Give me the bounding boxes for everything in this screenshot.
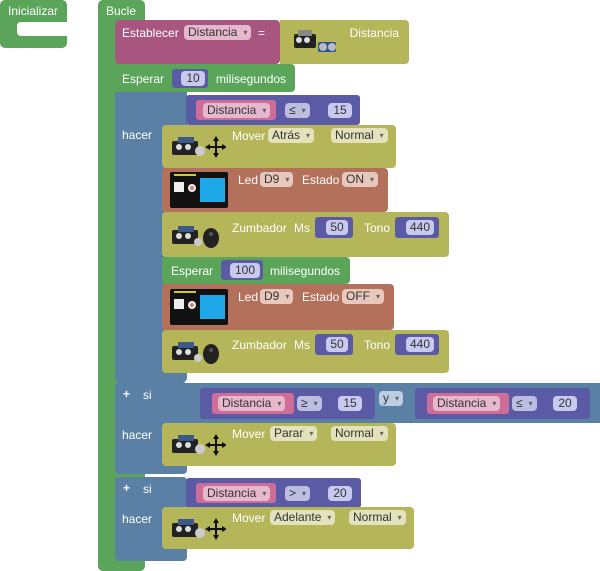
- wait-unit: milisegundos: [270, 264, 341, 278]
- led-state-label: Estado: [302, 290, 340, 304]
- wait-label: Esperar: [171, 264, 214, 278]
- if1-condition[interactable]: Distancia ≤ 15: [186, 95, 360, 125]
- move-direction-dropdown[interactable]: Atrás: [268, 128, 315, 143]
- led-state-label: Estado: [302, 173, 340, 187]
- led-state-dropdown[interactable]: OFF: [342, 289, 384, 304]
- move-speed-dropdown[interactable]: Normal: [331, 426, 388, 441]
- led-label: Led: [238, 290, 259, 304]
- loop-label: Bucle: [106, 4, 137, 18]
- move-back-block[interactable]: Mover Atrás Normal: [162, 125, 396, 168]
- buzzer-tone-label: Tono: [364, 338, 391, 352]
- if2-plus-icon[interactable]: +: [123, 387, 131, 401]
- if3-operator-dropdown[interactable]: >: [285, 486, 311, 501]
- set-label: Establecer: [122, 26, 179, 40]
- led-on-block[interactable]: Led D9 Estado ON: [162, 168, 388, 212]
- wait-unit: milisegundos: [216, 72, 287, 86]
- wait-value-input[interactable]: 10: [181, 71, 205, 86]
- robot-move-icon: [172, 518, 226, 540]
- if3-condition[interactable]: Distancia > 20: [186, 478, 361, 508]
- wait-label: Esperar: [122, 72, 165, 86]
- buzzer-ms-input[interactable]: 50: [326, 220, 348, 235]
- move-stop-block[interactable]: Mover Parar Normal: [162, 423, 396, 466]
- if1-operator-dropdown[interactable]: ≤: [285, 103, 310, 118]
- buzzer-tone-input[interactable]: 440: [406, 220, 434, 235]
- led-off-block[interactable]: Led D9 Estado OFF: [162, 284, 394, 330]
- robot-buzzer-icon: [172, 226, 219, 248]
- if3-hacer-label: hacer: [122, 512, 153, 526]
- move-label: Mover: [232, 511, 266, 525]
- wait-block-100[interactable]: Esperar 100 milisegundos: [162, 257, 350, 284]
- if3-variable-dropdown[interactable]: Distancia: [203, 486, 271, 501]
- move-speed-dropdown[interactable]: Normal: [331, 128, 388, 143]
- if2b-value-input[interactable]: 20: [553, 396, 577, 411]
- init-label: Inicializar: [8, 4, 59, 18]
- ultrasonic-robot-icon: [294, 30, 336, 52]
- if2a-operator-dropdown[interactable]: ≥: [297, 396, 322, 411]
- if1-variable-dropdown[interactable]: Distancia: [203, 103, 271, 118]
- if2-si-label: si: [143, 388, 152, 402]
- set-equals: =: [258, 26, 266, 40]
- if1-value-input[interactable]: 15: [328, 103, 352, 118]
- buzzer-ms-input[interactable]: 50: [326, 337, 348, 352]
- if2-logic-dropdown[interactable]: y: [379, 391, 403, 406]
- if2-condition-b[interactable]: Distancia ≤ 20: [415, 388, 590, 419]
- wait-block[interactable]: Esperar 10 milisegundos: [115, 64, 295, 92]
- led-module-icon: [170, 172, 228, 208]
- sensor-label: Distancia: [349, 26, 399, 40]
- init-block[interactable]: Inicializar: [0, 0, 67, 48]
- move-speed-dropdown[interactable]: Normal: [349, 510, 406, 525]
- buzzer-block-2[interactable]: Zumbador Ms 50 Tono 440: [162, 330, 449, 373]
- if2-hacer-label: hacer: [122, 428, 153, 442]
- move-direction-dropdown[interactable]: Adelante: [270, 510, 336, 525]
- robot-move-icon: [172, 136, 226, 158]
- if3-plus-icon[interactable]: +: [123, 481, 131, 495]
- buzzer-block-1[interactable]: Zumbador Ms 50 Tono 440: [162, 212, 449, 257]
- init-slot: [17, 22, 67, 36]
- if3-si-label: si: [143, 482, 152, 496]
- led-pin-dropdown[interactable]: D9: [260, 289, 294, 304]
- if2b-variable-dropdown[interactable]: Distancia: [433, 396, 501, 411]
- set-variable-block[interactable]: Establecer Distancia =: [115, 20, 280, 64]
- move-forward-block[interactable]: Mover Adelante Normal: [162, 507, 414, 549]
- if2a-value-input[interactable]: 15: [338, 396, 362, 411]
- move-direction-dropdown[interactable]: Parar: [270, 426, 318, 441]
- buzzer-label: Zumbador: [232, 338, 287, 352]
- buzzer-label: Zumbador: [232, 221, 287, 235]
- led-state-dropdown[interactable]: ON: [342, 172, 378, 187]
- led-pin-dropdown[interactable]: D9: [260, 172, 294, 187]
- buzzer-ms-label: Ms: [294, 338, 310, 352]
- led-module-icon: [170, 289, 228, 325]
- if2-condition-a[interactable]: Distancia ≥ 15: [200, 388, 375, 419]
- led-label: Led: [238, 173, 259, 187]
- set-variable-dropdown[interactable]: Distancia: [184, 25, 252, 40]
- wait-value-input[interactable]: 100: [230, 263, 260, 278]
- if3-value-input[interactable]: 20: [328, 486, 352, 501]
- robot-move-icon: [172, 434, 226, 456]
- move-label: Mover: [232, 129, 266, 143]
- if1-header: [115, 92, 187, 124]
- buzzer-ms-label: Ms: [294, 221, 310, 235]
- if2b-operator-dropdown[interactable]: ≤: [512, 396, 537, 411]
- buzzer-tone-label: Tono: [364, 221, 391, 235]
- distance-sensor-block[interactable]: Distancia: [280, 20, 409, 64]
- loop-block-body: [98, 560, 144, 571]
- robot-buzzer-icon: [172, 342, 219, 364]
- if1-hacer-label: hacer: [122, 128, 153, 142]
- buzzer-tone-input[interactable]: 440: [406, 337, 434, 352]
- if2a-variable-dropdown[interactable]: Distancia: [218, 396, 286, 411]
- move-label: Mover: [232, 427, 266, 441]
